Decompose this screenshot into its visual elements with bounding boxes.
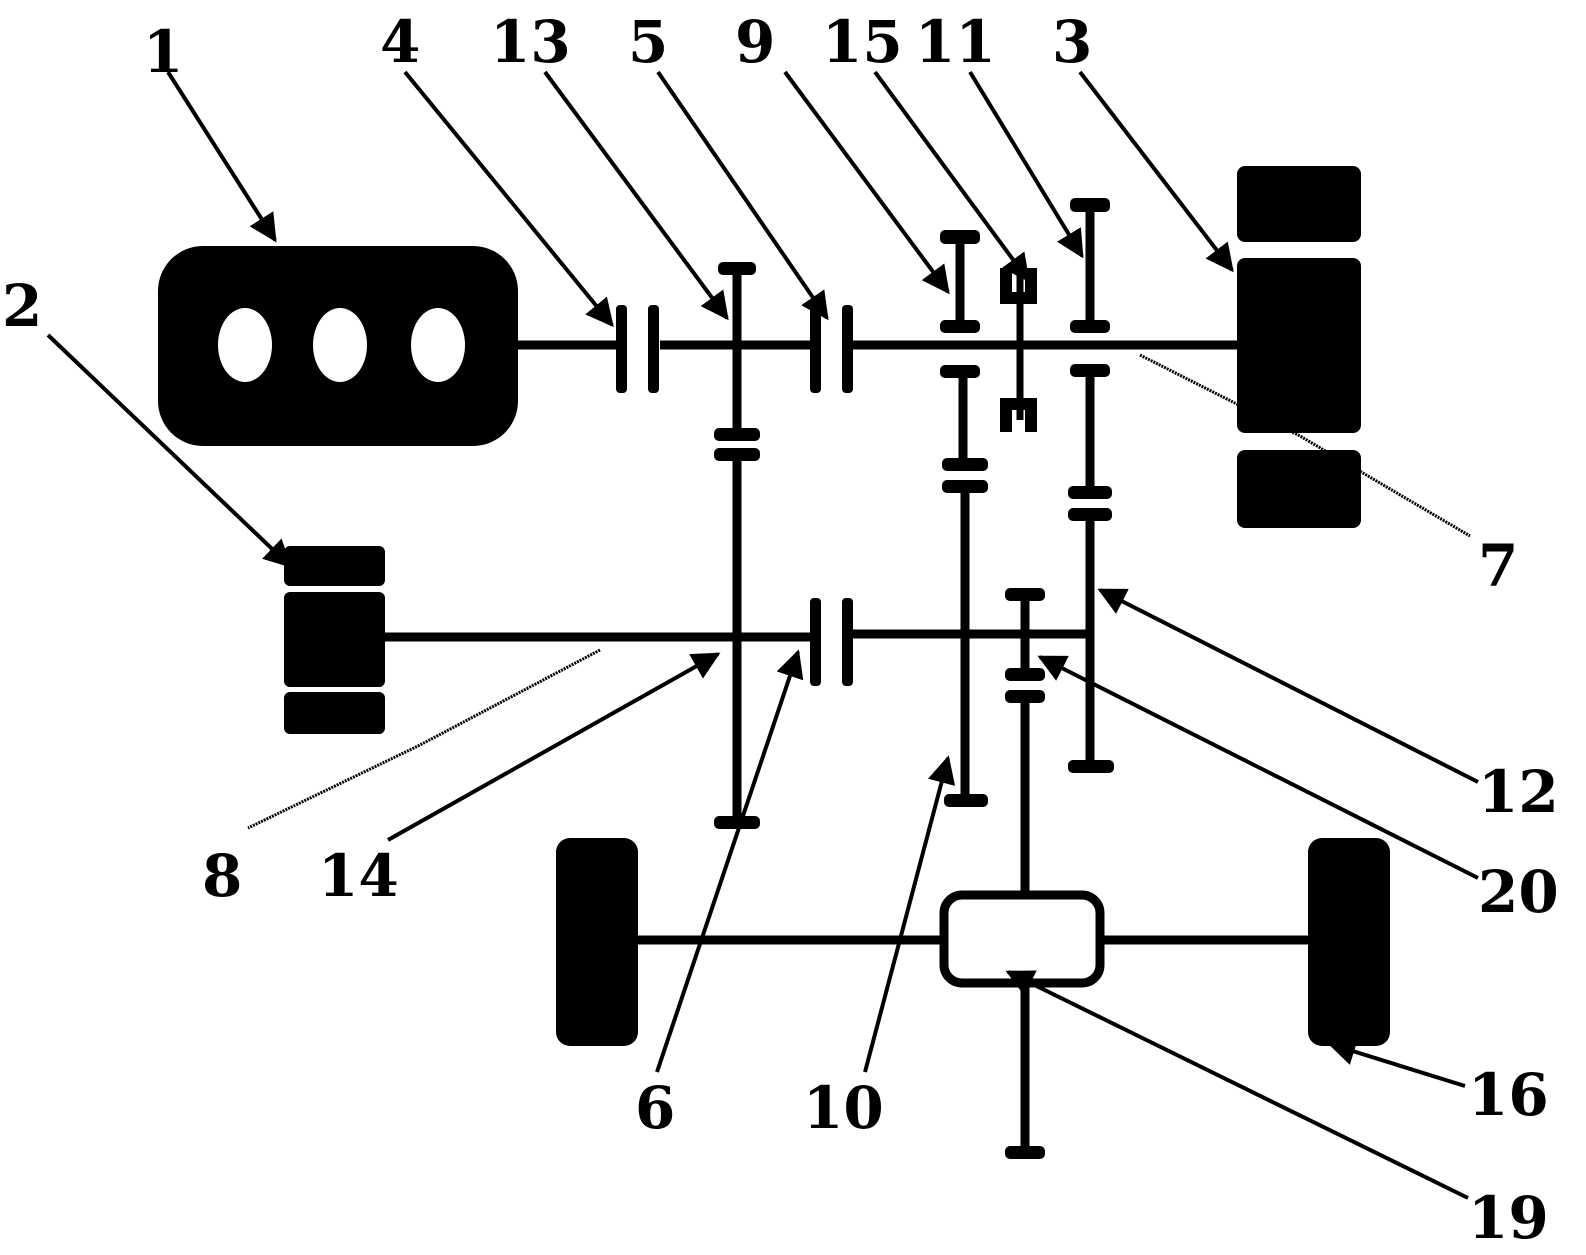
callout-8: 8: [202, 842, 242, 910]
synchronizer-15: [1000, 268, 1037, 432]
callout-9: 9: [735, 8, 775, 76]
gear-20: [1005, 588, 1045, 895]
callout-14: 14: [318, 842, 399, 910]
callout-16: 16: [1468, 1061, 1549, 1129]
leader-lines: [46, 70, 1479, 1200]
countershaft: [385, 629, 1090, 642]
callout-13: 13: [490, 8, 571, 76]
callout-numbers: 1 2 4 13 5 9 15 11 3 7 12 20 8 14 6 10 1…: [2, 8, 1559, 1252]
callout-2: 2: [2, 272, 42, 340]
clutch-4: [616, 305, 659, 393]
callout-19: 19: [1468, 1184, 1549, 1252]
gear-9-10-pair: [940, 230, 988, 807]
callout-1: 1: [143, 18, 183, 86]
callout-4: 4: [380, 8, 420, 76]
callout-3: 3: [1052, 8, 1092, 76]
callout-15: 15: [822, 8, 903, 76]
engine: [158, 246, 518, 446]
callout-20: 20: [1478, 858, 1559, 926]
callout-12: 12: [1478, 758, 1559, 826]
clutch-5: [810, 305, 853, 393]
drive-axle: [556, 838, 1390, 1046]
differential-19: [939, 890, 1105, 1159]
motor-generator-2: [284, 546, 385, 734]
callout-5: 5: [628, 8, 668, 76]
callout-10: 10: [803, 1074, 884, 1142]
gear-11-12-pair: [1068, 198, 1114, 773]
callout-7: 7: [1478, 532, 1518, 600]
motor-generator-3: [1237, 166, 1361, 528]
clutch-6: [810, 598, 853, 686]
callout-11: 11: [915, 8, 996, 76]
callout-6: 6: [635, 1074, 675, 1142]
